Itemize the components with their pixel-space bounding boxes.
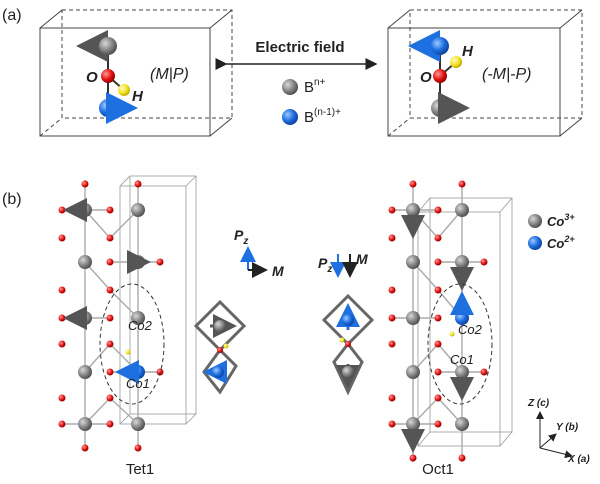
legend-b: Co3+ Co2+ (528, 212, 575, 251)
left-state-label: (M|P) (150, 66, 189, 83)
right-H-label: H (462, 43, 474, 60)
right-top-cation (431, 37, 449, 55)
oct1-schematic (321, 293, 375, 396)
left-top-cation (99, 37, 117, 55)
legend-a: Bn+ B(n-1)+ (282, 77, 341, 126)
tet1-label: Tet1 (126, 461, 154, 478)
tet1-co2-label: Co2 (128, 318, 153, 333)
tet1-structure: Co2 Co1 Tet1 (58, 175, 197, 478)
right-molecule: O H (-M|-P) (408, 30, 531, 124)
tet1-co1-label: Co1 (126, 376, 150, 391)
axis-z-label: Z (c) (527, 398, 550, 409)
tet1-schematic (193, 299, 247, 395)
oct1-cobalt-atoms (406, 203, 469, 431)
oct1-co1-label: Co1 (450, 352, 474, 367)
right-O-label: O (420, 69, 432, 86)
legend-b-blue-swatch (528, 236, 542, 250)
panel-b-label: (b) (2, 191, 22, 208)
left-unit-cell (39, 9, 233, 137)
oct1-pm-indicator: Pz M (318, 251, 368, 278)
left-hydrogen (118, 84, 130, 96)
oct1-m-label: M (356, 251, 368, 267)
oct1-structure: Co2 Co1 Oct1 (388, 180, 513, 478)
legend-b-gray-swatch (528, 214, 542, 228)
left-O-label: O (86, 69, 98, 86)
electric-field-label: Electric field (255, 39, 344, 56)
right-unit-cell (387, 9, 583, 137)
svg-text:Pz: Pz (318, 255, 332, 275)
legend-a-item-0: Bn+ (304, 77, 326, 96)
right-oxygen (433, 69, 447, 83)
legend-a-gray-swatch (282, 79, 298, 95)
legend-b-item-1: Co2+ (547, 234, 575, 251)
svg-text:Pz: Pz (234, 227, 248, 247)
left-molecule: O H (M|P) (76, 30, 189, 124)
axis-y-label: Y (b) (556, 422, 579, 433)
tet1-oxygen-atoms (58, 180, 164, 452)
tet1-m-label: M (272, 263, 284, 279)
panel-a-label: (a) (2, 7, 22, 24)
tet1-pm-indicator: Pz M (234, 227, 284, 279)
legend-a-item-1: B(n-1)+ (304, 107, 341, 126)
right-state-label: (-M|-P) (482, 66, 531, 83)
oct1-label: Oct1 (422, 461, 454, 478)
left-H-label: H (132, 88, 144, 105)
legend-b-item-0: Co3+ (547, 212, 575, 229)
axis-x-label: X (a) (567, 454, 590, 465)
right-hydrogen (450, 56, 462, 68)
oct1-co2-label: Co2 (458, 322, 483, 337)
axes-triad (536, 411, 573, 459)
legend-a-blue-swatch (282, 109, 298, 125)
oct1-oxygen-atoms (388, 180, 488, 462)
left-oxygen (101, 69, 115, 83)
electric-field: Electric field (215, 39, 378, 70)
